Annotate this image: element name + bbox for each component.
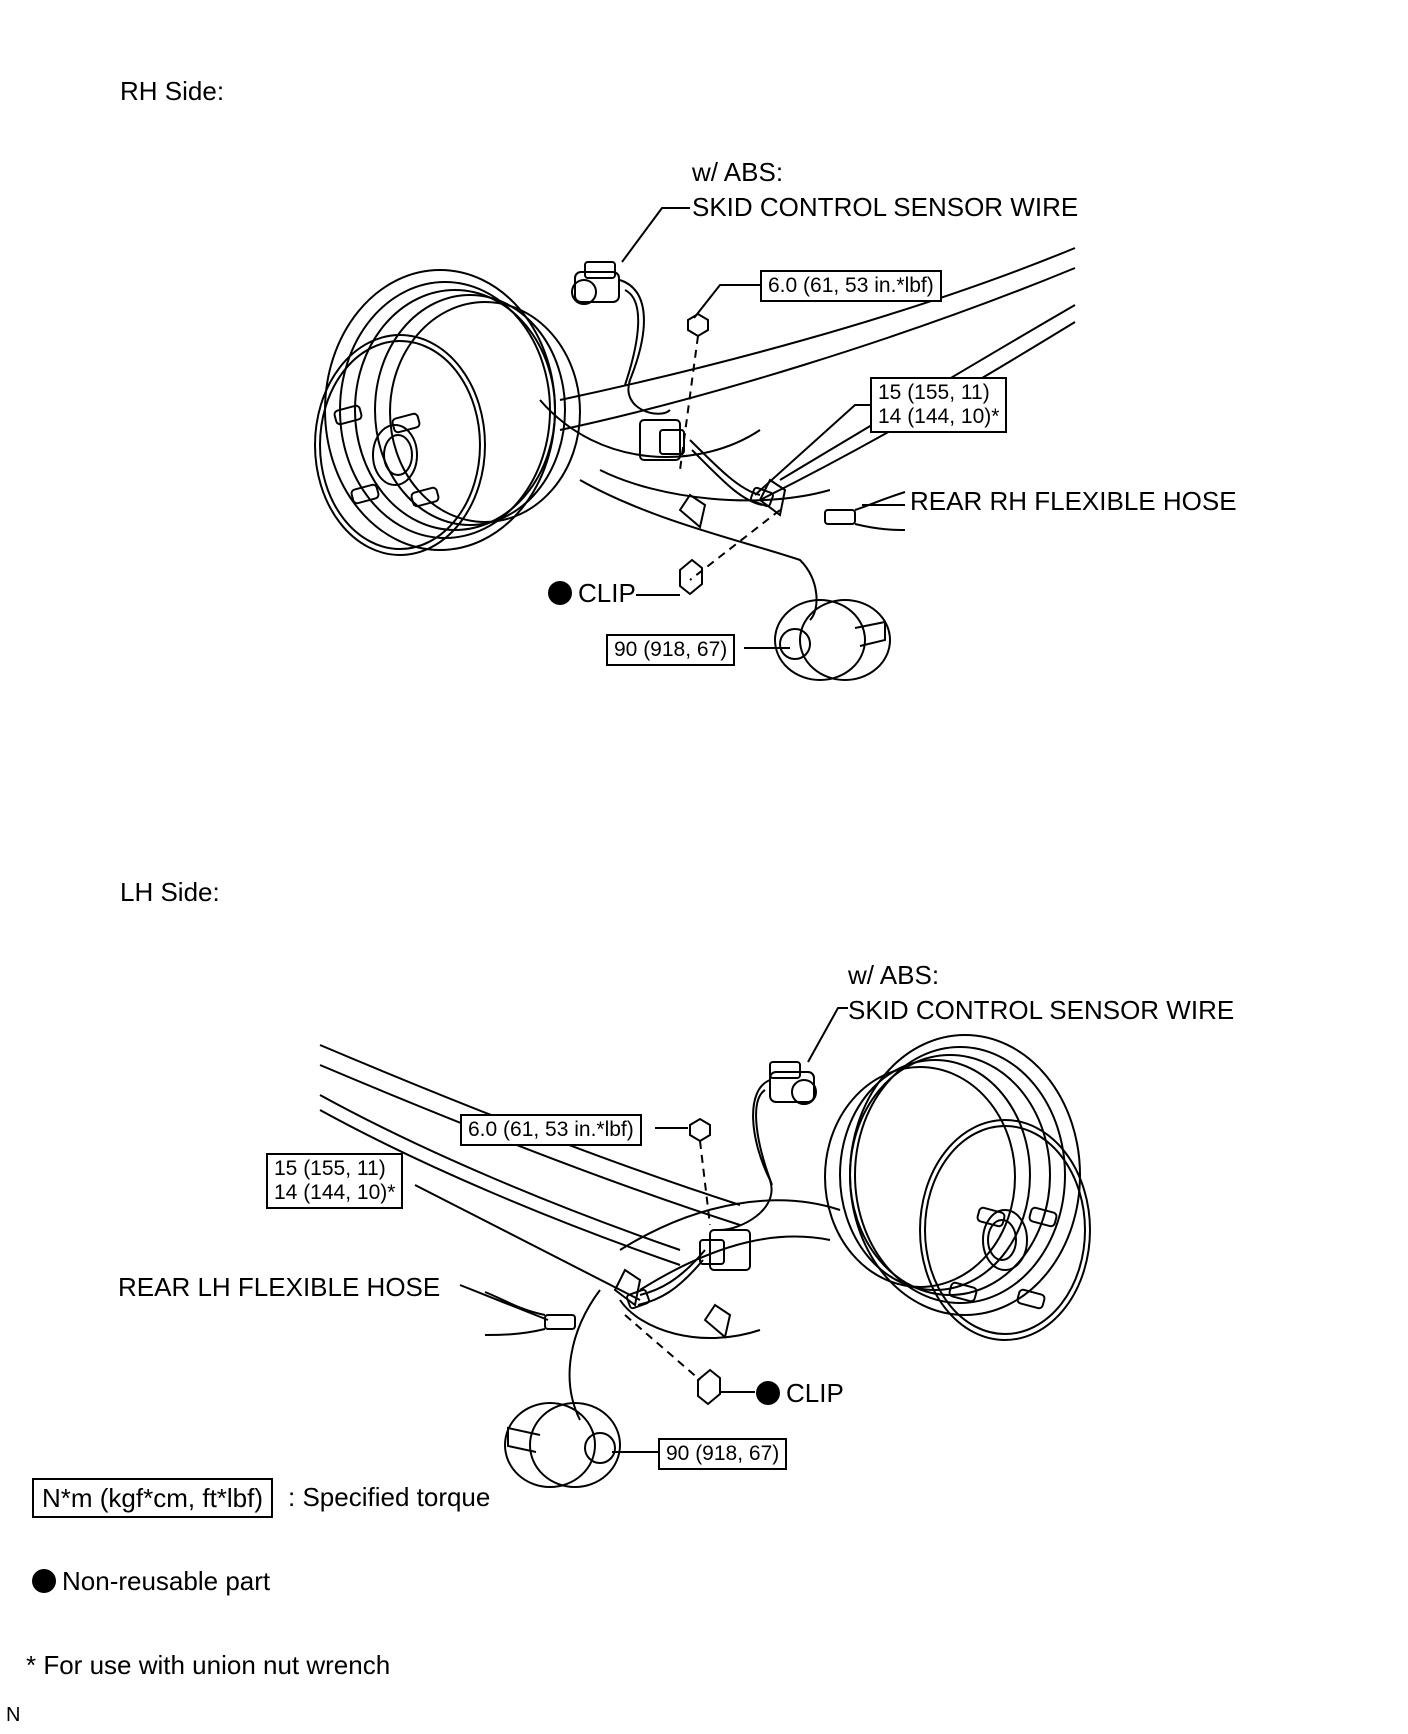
legend-footnote: * For use with union nut wrench — [26, 1650, 391, 1680]
corner-mark: N — [6, 1704, 21, 1726]
lh-clip-text: CLIP — [786, 1378, 844, 1408]
rh-torque-bolt-box: 90 (918, 67) — [606, 634, 736, 666]
lh-side-title: LH Side: — [120, 877, 220, 907]
rh-torque-small-nut-box: 6.0 (61, 53 in.*lbf) — [760, 270, 942, 302]
rh-abs-label: w/ ABS: — [692, 157, 784, 187]
lh-torque-small-nut-box: 6.0 (61, 53 in.*lbf) — [460, 1114, 642, 1146]
lh-torque-union-line1: 15 (155, 11) — [274, 1157, 386, 1180]
lh-flexible-hose-label: REAR LH FLEXIBLE HOSE — [118, 1272, 441, 1302]
lh-torque-bolt-box: 90 (918, 67) — [658, 1438, 788, 1470]
rh-clip-text: CLIP — [578, 578, 636, 608]
rh-non-reusable-dot-icon — [548, 581, 572, 605]
lh-torque-union-box: 15 (155, 11) 14 (144, 10)* — [266, 1153, 404, 1209]
rh-torque-union-line2: 14 (144, 10)* — [878, 405, 1000, 428]
lh-non-reusable-dot-icon — [756, 1381, 780, 1405]
lh-axle-assembly — [319, 1007, 1091, 1488]
rh-torque-union-box: 15 (155, 11) 14 (144, 10)* — [870, 377, 1008, 433]
lh-clip-label: CLIP — [756, 1378, 844, 1408]
rh-clip-label: CLIP — [548, 578, 636, 608]
legend-non-reusable-text: Non-reusable part — [62, 1566, 271, 1596]
legend-dot-icon — [32, 1569, 56, 1593]
rh-axle-assembly — [314, 207, 1076, 681]
legend-non-reusable: Non-reusable part — [32, 1566, 270, 1596]
lh-abs-label: w/ ABS: — [848, 960, 940, 990]
rh-flexible-hose-label: REAR RH FLEXIBLE HOSE — [910, 486, 1237, 516]
legend-torque-desc: : Specified torque — [288, 1482, 491, 1512]
rh-torque-union-line1: 15 (155, 11) — [878, 381, 990, 404]
lh-torque-union-line2: 14 (144, 10)* — [274, 1181, 396, 1204]
lh-sensor-wire-label: SKID CONTROL SENSOR WIRE — [848, 995, 1235, 1025]
rh-side-title: RH Side: — [120, 76, 225, 106]
rh-sensor-wire-label: SKID CONTROL SENSOR WIRE — [692, 192, 1079, 222]
legend-torque-box: N*m (kgf*cm, ft*lbf) — [32, 1478, 274, 1518]
